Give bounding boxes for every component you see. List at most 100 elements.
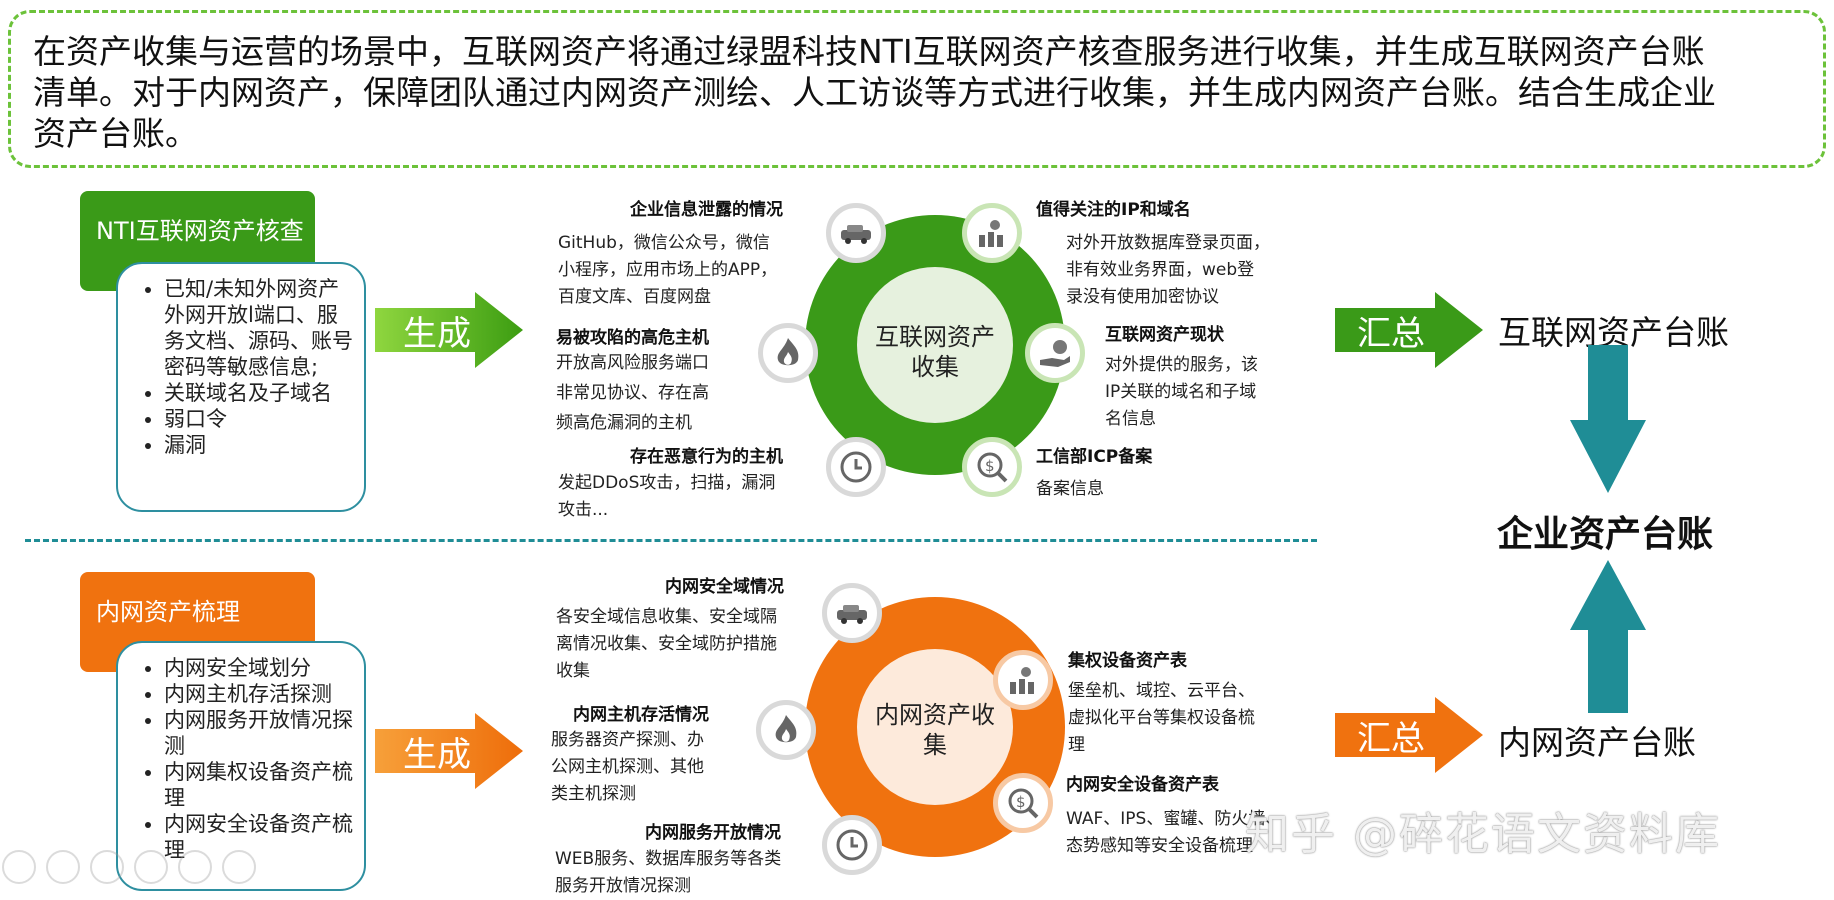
block-body: 备案信息 <box>1036 479 1104 499</box>
block-line: GitHub，微信公众号，微信 <box>558 233 770 253</box>
summary-arrow-orange <box>1335 697 1483 773</box>
list-item: 弱口令 <box>164 406 354 432</box>
block-body: 服务器资产探测、办 公网主机探测、其他 类主机探测 <box>551 727 751 808</box>
intro-line-3: 资产台账。 <box>33 114 198 153</box>
nti-list-box: 已知/未知外网资产外网开放l端口、服务文档、源码、账号密码等敏感信息; 关联域名… <box>116 262 366 512</box>
block-body: 堡垒机、域控、云平台、 虚拟化平台等集权设备梳 理 <box>1068 678 1308 759</box>
list-item: 漏洞 <box>164 432 354 458</box>
block-line: 对外提供的服务，该 <box>1105 355 1258 375</box>
pen-icon[interactable] <box>90 850 124 884</box>
block-title: 值得关注的IP和域名 <box>1036 200 1191 220</box>
list-item: 内网服务开放情况探测 <box>164 707 354 759</box>
generate-label-bottom: 生成 <box>403 734 471 775</box>
intranet-list-box: 内网安全域划分 内网主机存活探测 内网服务开放情况探测 内网集权设备资产梳理 内… <box>116 641 366 891</box>
block-body: 发起DDoS攻击，扫描，漏洞 攻击... <box>558 470 813 524</box>
block-line: 录没有使用加密协议 <box>1066 287 1219 307</box>
more-icon[interactable] <box>222 850 256 884</box>
generate-arrow-orange <box>375 713 523 789</box>
list-item: 内网主机存活探测 <box>164 681 354 707</box>
block-line: 离情况收集、安全域防护措施 <box>556 634 777 654</box>
enterprise-ledger-label: 企业资产台账 <box>1497 514 1714 555</box>
center-line: 集 <box>923 731 947 759</box>
internet-collection-center: 互联网资产 收集 <box>845 322 1025 382</box>
block-line: 虚拟化平台等集权设备梳 <box>1068 708 1255 728</box>
people-dollar-icon <box>993 650 1053 710</box>
svg-text:$: $ <box>1016 793 1026 811</box>
block-line: IP关联的域名和子域 <box>1105 382 1257 402</box>
block-line: WEB服务、数据库服务等各类 <box>555 849 782 869</box>
hand-coin-icon <box>1025 323 1085 383</box>
block-line: WAF、IPS、蜜罐、防火墙、 <box>1066 809 1283 829</box>
block-line: 收集 <box>556 661 590 681</box>
block-body: 对外开放数据库登录页面， 非有效业务界面，web登 录没有使用加密协议 <box>1066 230 1306 311</box>
list-item: 已知/未知外网资产外网开放l端口、服务文档、源码、账号密码等敏感信息; <box>164 276 354 380</box>
summary-label-bottom: 汇总 <box>1357 718 1425 759</box>
intranet-ledger-label: 内网资产台账 <box>1498 723 1696 762</box>
block-title: 存在恶意行为的主机 <box>630 447 783 467</box>
intro-banner: 在资产收集与运营的场景中，互联网资产将通过绿盟科技NTI互联网资产核查服务进行收… <box>8 10 1826 168</box>
intranet-collection-center: 内网资产收 集 <box>845 700 1025 760</box>
block-line: 对外开放数据库登录页面， <box>1066 233 1270 253</box>
car-icon <box>822 583 882 643</box>
block-line: 发起DDoS攻击，扫描，漏洞 <box>558 473 776 493</box>
block-title: 内网安全域情况 <box>665 577 784 597</box>
block-title: 企业信息泄露的情况 <box>630 200 783 220</box>
fire-icon <box>758 323 818 383</box>
list-item: 内网集权设备资产梳理 <box>164 759 354 811</box>
section-divider <box>25 539 1317 542</box>
teal-up-arrow <box>1570 560 1646 713</box>
block-line: 名信息 <box>1105 409 1156 429</box>
block-body: WAF、IPS、蜜罐、防火墙、 态势感知等安全设备梳理 <box>1066 806 1316 860</box>
list-item: 内网安全设备资产梳理 <box>164 811 354 863</box>
internet-collection-ring <box>805 215 1065 475</box>
grid-icon[interactable] <box>134 850 168 884</box>
block-body: 各安全域信息收集、安全域隔 离情况收集、安全域防护措施 收集 <box>556 604 816 685</box>
block-body: 开放高风险服务端口 非常见协议、存在高 频高危漏洞的主机 <box>556 348 756 438</box>
block-line: 堡垒机、域控、云平台、 <box>1068 681 1255 701</box>
block-line: 态势感知等安全设备梳理 <box>1066 836 1253 856</box>
block-title: 工信部ICP备案 <box>1036 447 1153 467</box>
block-line: 频高危漏洞的主机 <box>556 413 692 433</box>
block-body: WEB服务、数据库服务等各类 服务开放情况探测 <box>555 846 815 900</box>
block-line: 服务开放情况探测 <box>555 876 691 896</box>
generate-arrow-green <box>375 292 523 368</box>
dollar-search-icon: $ <box>993 773 1053 833</box>
block-title: 易被攻陷的高危主机 <box>556 328 709 348</box>
zoom-icon[interactable] <box>178 850 212 884</box>
clock-24h-icon <box>822 815 882 875</box>
block-title: 内网主机存活情况 <box>573 705 709 725</box>
block-title: 互联网资产现状 <box>1105 325 1224 345</box>
block-line: 百度文库、百度网盘 <box>558 287 711 307</box>
list-item: 关联域名及子域名 <box>164 380 354 406</box>
summary-label-top: 汇总 <box>1357 313 1425 354</box>
intro-line-2: 清单。对于内网资产，保障团队通过内网资产测绘、人工访谈等方式进行收集，并生成内网… <box>33 73 1716 112</box>
block-title: 内网安全设备资产表 <box>1066 775 1219 795</box>
next-slide-icon[interactable] <box>46 850 80 884</box>
block-title: 集权设备资产表 <box>1068 651 1187 671</box>
clock-24h-icon <box>826 437 886 497</box>
dollar-search-icon: $ <box>962 437 1022 497</box>
prev-slide-icon[interactable] <box>2 850 36 884</box>
people-dollar-icon <box>962 203 1022 263</box>
block-line: 开放高风险服务端口 <box>556 353 709 373</box>
block-line: 公网主机探测、其他 <box>551 757 704 777</box>
block-line: 非常见协议、存在高 <box>556 383 709 403</box>
slide-controls[interactable] <box>2 850 256 884</box>
block-body: 对外提供的服务，该 IP关联的域名和子域 名信息 <box>1105 352 1305 433</box>
block-line: 服务器资产探测、办 <box>551 730 704 750</box>
block-title: 内网服务开放情况 <box>645 823 781 843</box>
list-item: 内网安全域划分 <box>164 655 354 681</box>
block-line: 理 <box>1068 735 1085 755</box>
block-body: GitHub，微信公众号，微信 小程序，应用市场上的APP， 百度文库、百度网盘 <box>558 230 813 311</box>
block-line: 各安全域信息收集、安全域隔 <box>556 607 777 627</box>
block-line: 非有效业务界面，web登 <box>1066 260 1255 280</box>
intro-line-1: 在资产收集与运营的场景中，互联网资产将通过绿盟科技NTI互联网资产核查服务进行收… <box>33 32 1705 71</box>
fire-icon <box>756 700 816 760</box>
block-line: 攻击... <box>558 500 609 520</box>
center-line: 收集 <box>911 353 959 381</box>
watermark-text: 知乎 @碎花语文资料库 <box>1245 809 1721 860</box>
svg-text:$: $ <box>985 457 995 475</box>
block-line: 小程序，应用市场上的APP， <box>558 260 778 280</box>
teal-down-arrow <box>1570 345 1646 493</box>
summary-arrow-green <box>1335 292 1483 368</box>
